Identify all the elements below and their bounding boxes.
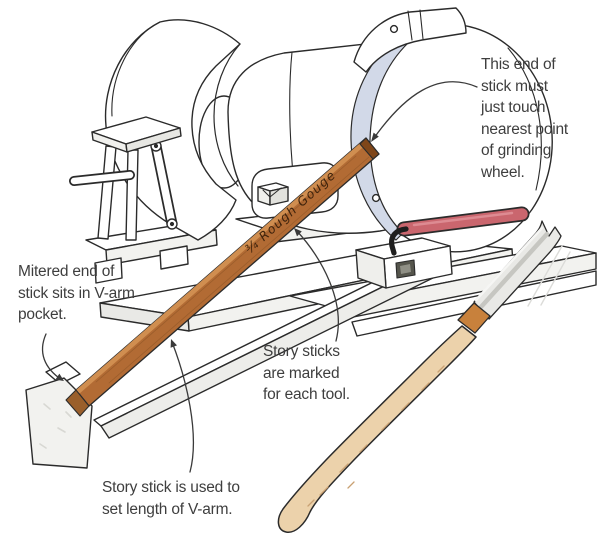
clamp-assembly (355, 206, 530, 289)
lever-hook (389, 226, 409, 256)
leader-stick-length (171, 341, 195, 473)
leader-stick-marked (295, 229, 339, 342)
callout-leaders (41, 81, 478, 473)
guard-bolt (389, 24, 399, 34)
guard-bolt (371, 193, 381, 203)
roughing-gouge (277, 220, 571, 533)
story-stick: ¾ Rough Gouge (65, 137, 380, 417)
gouge-handle (277, 325, 477, 533)
callout-wheel-touch: This end of stick must just touch neares… (481, 56, 569, 181)
wheel-guard-band (353, 7, 467, 73)
stick-tip (359, 137, 380, 160)
locking-lever (398, 208, 528, 235)
stick-mitered-end (65, 389, 90, 417)
leader-wheel-touch (373, 81, 478, 139)
gouge-ferrule (457, 302, 491, 334)
callout-stick-marked: Story sticks are marked for each tool. (263, 343, 350, 403)
callout-stick-length: Story stick is used to set length of V-a… (102, 479, 240, 518)
wheel-abrasive-face (350, 33, 410, 241)
grinding-wheel (350, 7, 553, 253)
tool-rest-table (69, 116, 182, 241)
callout-miter-pocket: Mitered end of stick sits in V-arm pocke… (18, 263, 135, 323)
